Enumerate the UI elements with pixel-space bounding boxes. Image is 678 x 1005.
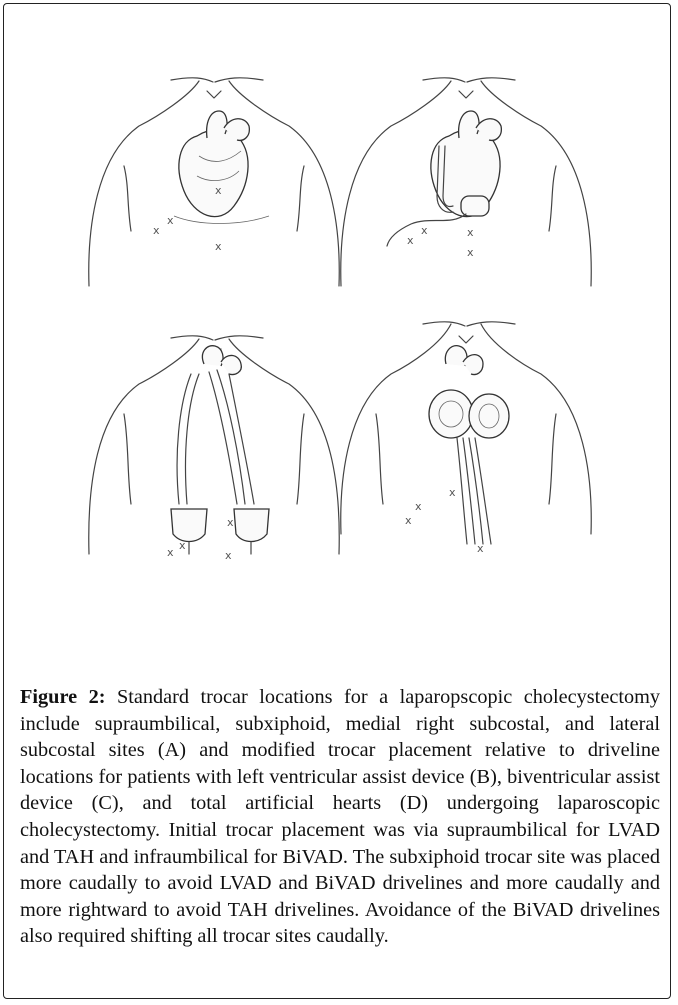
- trocar-subxiphoid-mark: x: [467, 226, 474, 239]
- heart-illustration: [179, 111, 249, 217]
- trocar-supraumbilical-mark: x: [467, 246, 474, 259]
- trocar-supraumbilical-mark: x: [215, 240, 222, 253]
- total-artificial-heart-illustration: [429, 346, 509, 544]
- trocar-medial-subcostal-mark: x: [179, 539, 186, 552]
- trocar-lateral-subcostal-mark: x: [407, 234, 414, 247]
- trocar-medial-subcostal-mark: x: [421, 224, 428, 237]
- trocar-lateral-subcostal-mark: x: [167, 546, 174, 559]
- trocar-subxiphoid-mark: x: [215, 184, 222, 197]
- figure-frame: x x x x x x x x: [3, 3, 671, 999]
- trocar-lateral-subcostal-mark: x: [405, 514, 412, 527]
- panel-c-bivad: x x x x: [79, 304, 349, 574]
- panel-d-tah: x x x x: [331, 304, 601, 574]
- heart-with-bivad-illustration: [171, 346, 269, 554]
- figure-caption: Figure 2: Standard trocar locations for …: [20, 684, 660, 950]
- trocar-infraumbilical-mark: x: [225, 549, 232, 562]
- panel-a-standard-trocars: x x x x: [79, 56, 349, 296]
- trocar-medial-subcostal-mark: x: [167, 214, 174, 227]
- figure-caption-text: Standard trocar locations for a laparops…: [20, 686, 660, 947]
- trocar-lateral-subcostal-mark: x: [153, 224, 160, 237]
- trocar-supraumbilical-mark: x: [477, 542, 484, 555]
- heart-with-lvad-illustration: [387, 111, 501, 246]
- figure-label: Figure 2:: [20, 686, 105, 708]
- trocar-subxiphoid-mark: x: [449, 486, 456, 499]
- panel-b-lvad: x x x x: [331, 56, 601, 296]
- trocar-subxiphoid-mark: x: [227, 516, 234, 529]
- trocar-medial-subcostal-mark: x: [415, 500, 422, 513]
